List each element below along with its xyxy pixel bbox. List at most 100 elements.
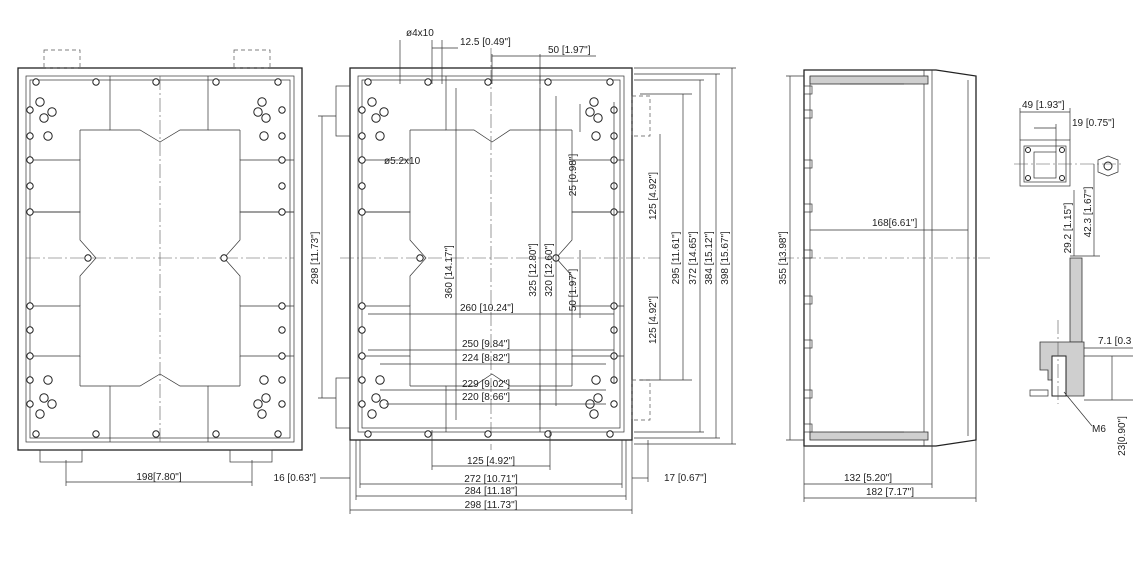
wall-boss: [803, 339, 813, 349]
mounting-hole: [424, 78, 432, 86]
mounting-hole: [424, 430, 432, 438]
mounting-hole: [257, 409, 267, 419]
hinge-detail: [1014, 139, 1124, 404]
mounting-hole: [379, 107, 389, 117]
mounting-hole: [47, 107, 57, 117]
mounting-hole: [26, 132, 34, 140]
inner-label-50: 50 [1.97"]: [568, 269, 579, 312]
bottom-label-272: 272 [10.71"]: [464, 474, 518, 485]
mounting-hole: [589, 97, 599, 107]
side-depth-b-label: 182 [7.17"]: [866, 487, 914, 498]
mounting-hole: [610, 400, 618, 408]
mounting-hole: [606, 430, 614, 438]
mounting-hole: [278, 376, 286, 384]
height-label-372: 372 [14.65"]: [688, 231, 699, 285]
wall-boss: [803, 109, 813, 119]
inner-label-125-lower: 125 [4.92"]: [648, 296, 659, 344]
mounting-hole: [278, 208, 286, 216]
mounting-hole: [26, 106, 34, 114]
hinge-label-7: 7.1 [0.3: [1098, 336, 1132, 347]
mounting-hole: [358, 302, 366, 310]
mounting-hole: [278, 106, 286, 114]
mounting-hole: [253, 399, 263, 409]
hole-a-label: ø4x10: [406, 28, 434, 39]
height-label-384: 384 [15.12"]: [704, 231, 715, 285]
mounting-hole: [367, 97, 377, 107]
mounting-hole: [32, 430, 40, 438]
mounting-hole: [152, 430, 160, 438]
mounting-hole: [367, 409, 377, 419]
inner-label-229: 229 [9.02"]: [462, 379, 510, 390]
mounting-hole: [26, 400, 34, 408]
wall-boss: [803, 295, 813, 305]
mounting-hole: [358, 352, 366, 360]
mounting-hole: [416, 254, 424, 262]
hinge-label-49: 49 [1.93"]: [1022, 100, 1065, 111]
base-view: [17, 49, 303, 463]
inner-label-220: 220 [8.66"]: [462, 392, 510, 403]
side-height-label: 355 [13.98"]: [778, 231, 789, 285]
mounting-hole: [544, 430, 552, 438]
mounting-hole: [484, 430, 492, 438]
dimension-lines: [65, 40, 1133, 514]
mounting-hole: [364, 78, 372, 86]
mounting-hole: [606, 78, 614, 86]
mounting-hole: [92, 430, 100, 438]
hole-b-label: ø5.2x10: [384, 156, 421, 167]
mounting-hole: [593, 113, 603, 123]
mounting-hole: [32, 78, 40, 86]
mounting-hole: [274, 78, 282, 86]
mounting-hole: [253, 107, 263, 117]
height-label-398: 398 [15.67"]: [720, 231, 731, 285]
hinge-label-19: 19 [0.75"]: [1072, 118, 1115, 129]
mounting-hole: [371, 393, 381, 403]
top-label-1: 12.5 [0.49"]: [460, 37, 511, 48]
wall-boss: [803, 203, 813, 213]
wall-boss: [803, 85, 813, 95]
mounting-hole: [278, 156, 286, 164]
hinge-label-m6: M6: [1092, 424, 1106, 435]
mounting-hole: [589, 409, 599, 419]
bottom-label-298: 298 [11.73"]: [465, 500, 518, 511]
side-inner-depth-label: 168[6.61"]: [872, 218, 917, 229]
mounting-hole: [26, 156, 34, 164]
mounting-hole: [39, 113, 49, 123]
mounting-hole: [585, 107, 595, 117]
mounting-hole: [152, 78, 160, 86]
mounting-hole: [358, 376, 366, 384]
mounting-hole: [358, 182, 366, 190]
mounting-hole: [375, 375, 385, 385]
mounting-hole: [358, 400, 366, 408]
mounting-hole: [591, 131, 601, 141]
height-label-295: 295 [11.61"]: [671, 231, 682, 284]
mounting-hole: [593, 393, 603, 403]
mounting-hole: [26, 208, 34, 216]
mounting-hole: [257, 97, 267, 107]
mounting-hole: [47, 399, 57, 409]
inner-label-360: 360 [14.17"]: [444, 245, 455, 299]
top-label-2: 50 [1.97"]: [548, 45, 591, 56]
mounting-hole: [358, 132, 366, 140]
mounting-hole: [278, 326, 286, 334]
front-left-height-label: 298 [11.73"]: [310, 231, 321, 284]
mounting-hole: [43, 131, 53, 141]
mounting-hole: [358, 326, 366, 334]
mounting-hole: [364, 430, 372, 438]
mounting-hole: [212, 78, 220, 86]
mounting-hole: [43, 375, 53, 385]
inner-label-260: 260 [10.24"]: [460, 303, 514, 314]
mounting-hole: [278, 352, 286, 360]
mounting-hole: [278, 132, 286, 140]
hinge-label-42: 42.3 [1.67"]: [1083, 186, 1094, 237]
mounting-hole: [84, 254, 92, 262]
mounting-hole: [261, 393, 271, 403]
mounting-hole: [26, 182, 34, 190]
mounting-hole: [371, 113, 381, 123]
mounting-hole: [35, 97, 45, 107]
mounting-hole: [591, 375, 601, 385]
mounting-hole: [259, 375, 269, 385]
mounting-hole: [39, 393, 49, 403]
mounting-hole: [544, 78, 552, 86]
mounting-hole: [220, 254, 228, 262]
